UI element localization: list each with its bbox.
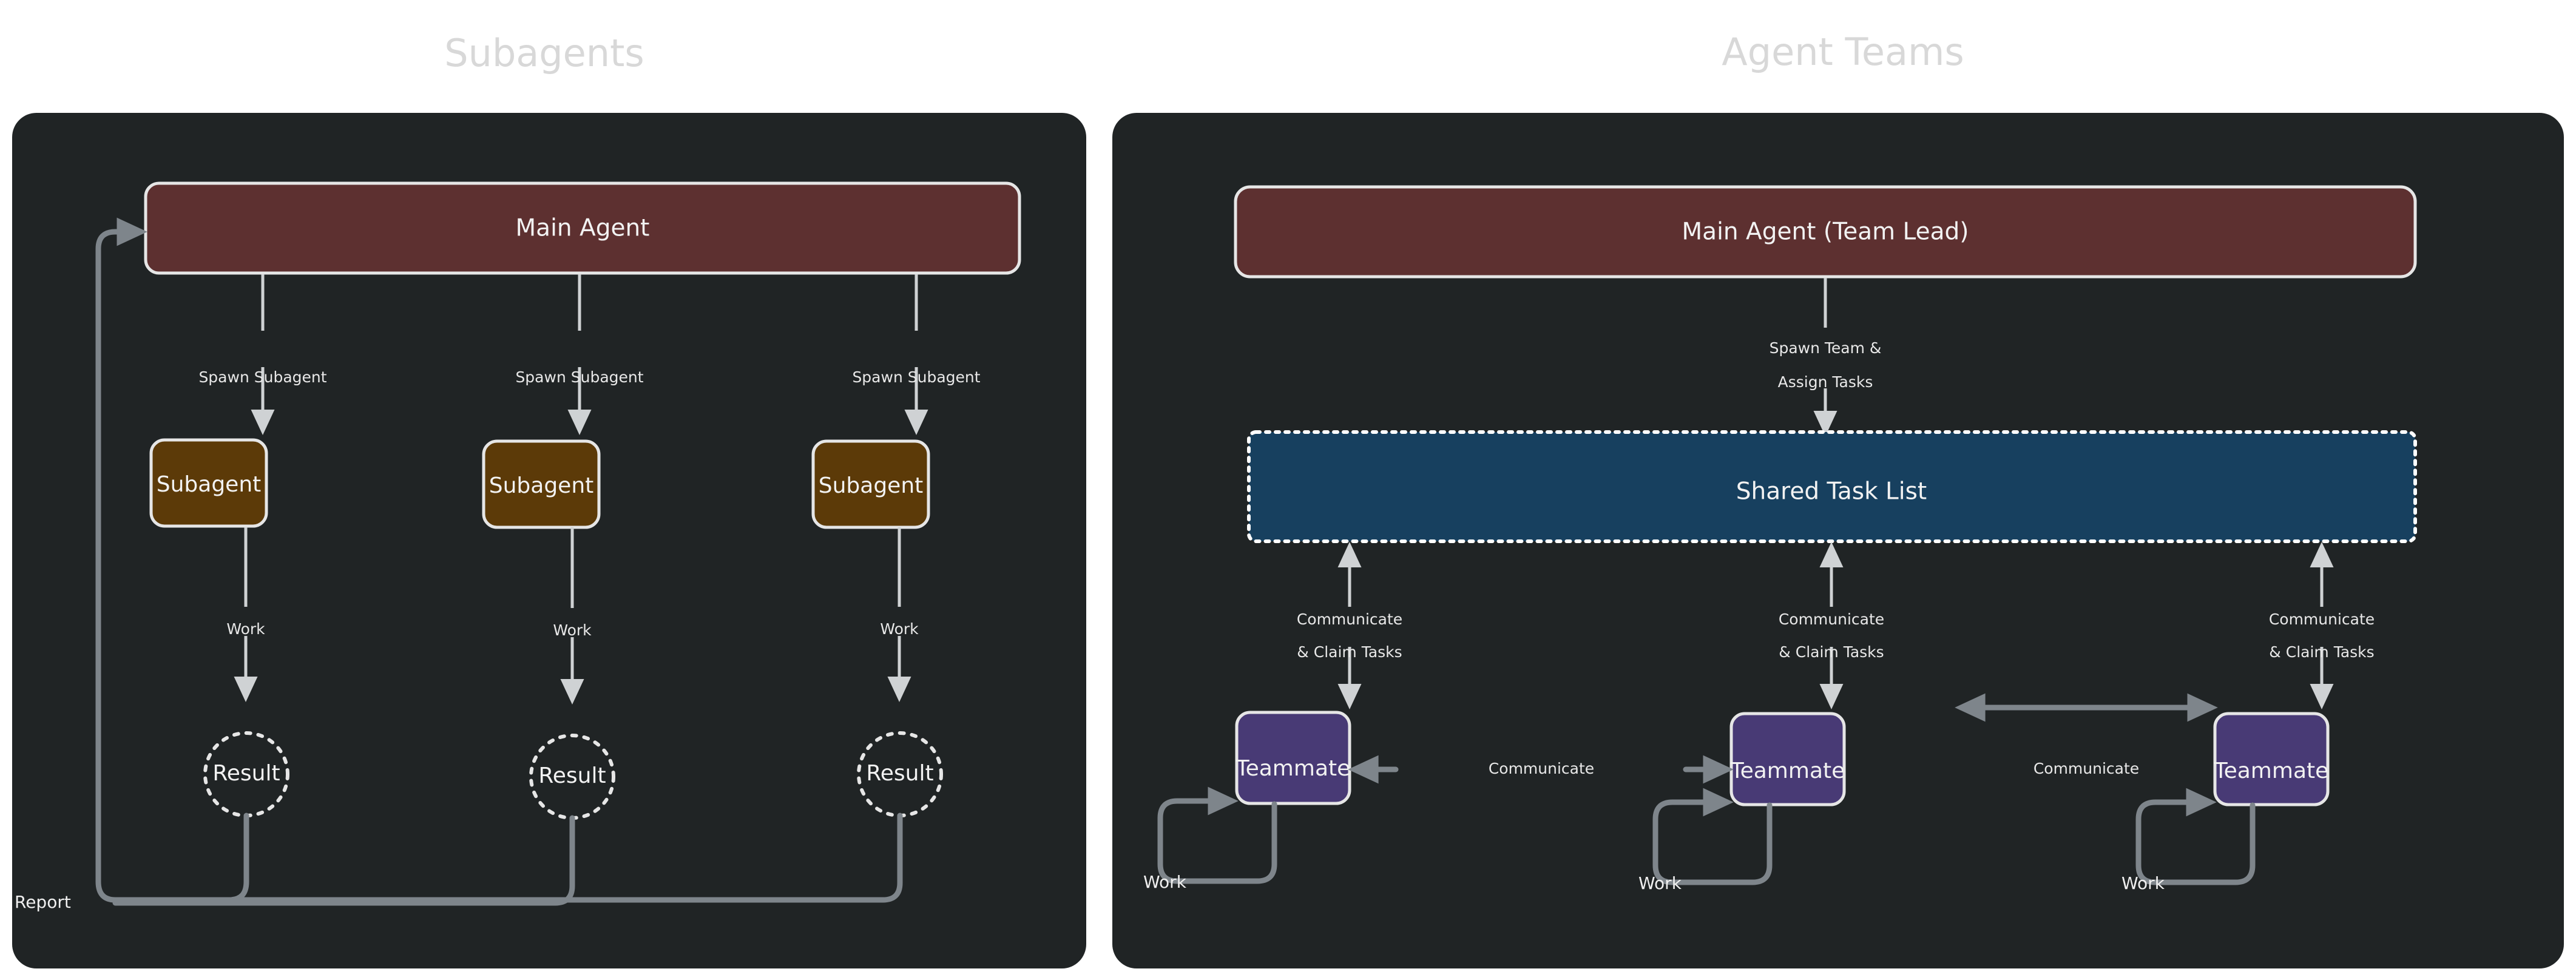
panel-agent-teams: Main Agent (Team Lead) Spawn Team & Assi… — [1112, 113, 2564, 968]
subagent-label-3: Subagent — [819, 473, 924, 498]
teammate-label-3: Teammate — [2214, 759, 2329, 783]
work-label-right-1: Work — [1143, 872, 1187, 892]
teammate-box-3[interactable] — [2213, 712, 2330, 806]
subagent-box-1[interactable] — [149, 438, 268, 528]
spawn-label-3: Spawn Subagent — [852, 368, 980, 386]
edge-communicate-2: Communicate — [1955, 693, 2218, 777]
edge-work-left-1: Work — [226, 527, 265, 703]
main-agent-team-lead-box[interactable] — [1234, 185, 2417, 279]
work-loop-2 — [1652, 788, 1773, 885]
panel-title-agent-teams: Agent Teams — [1722, 30, 1964, 74]
node-subagent-3[interactable]: Subagent — [811, 439, 930, 529]
edge-claim-3: Communicate & Claim Tasks — [2269, 541, 2375, 710]
edge-spawn-1: Spawn Subagent — [198, 274, 327, 436]
shared-task-list-box[interactable] — [1247, 430, 2417, 543]
work-label-right-3: Work — [2121, 873, 2165, 893]
main-agent-team-lead-label: Main Agent (Team Lead) — [1682, 218, 1969, 246]
claim-label-3-line2: & Claim Tasks — [2269, 643, 2374, 661]
spawn-team-label-line1: Spawn Team & — [1770, 339, 1882, 357]
claim-label-3-line1: Communicate — [2269, 610, 2375, 628]
subagent-label-2: Subagent — [489, 473, 594, 498]
spawn-label-2: Spawn Subagent — [515, 368, 643, 386]
edge-claim-2: Communicate & Claim Tasks — [1779, 541, 1884, 710]
result-label-3: Result — [866, 761, 933, 786]
spawn-team-label-line2: Assign Tasks — [1778, 373, 1873, 391]
edge-claim-1: Communicate & Claim Tasks — [1297, 541, 1402, 710]
subagent-box-3[interactable] — [811, 439, 930, 529]
edge-spawn-3: Spawn Subagent — [852, 274, 981, 436]
work-label-right-2: Work — [1638, 873, 1682, 893]
work-label-left-3: Work — [880, 620, 919, 638]
edge-report: Report — [15, 217, 903, 912]
communicate-label-2: Communicate — [2033, 760, 2139, 777]
claim-label-2-line1: Communicate — [1779, 610, 1884, 628]
node-shared-task-list[interactable]: Shared Task List — [1247, 430, 2417, 543]
spawn-label-1: Spawn Subagent — [198, 368, 326, 386]
edge-work-left-2: Work — [553, 527, 592, 705]
node-teammate-1[interactable]: Teammate — [1235, 711, 1351, 805]
edge-work-left-3: Work — [880, 527, 919, 703]
panel-subagents-background — [12, 113, 1086, 968]
report-path-3 — [112, 813, 903, 903]
edge-work-right-2: Work — [1638, 788, 1773, 893]
work-loop-1 — [1157, 786, 1277, 884]
teammate-label-2: Teammate — [1730, 759, 1845, 783]
shared-task-list-label: Shared Task List — [1736, 478, 1927, 505]
edge-spawn-team: Spawn Team & Assign Tasks — [1770, 278, 1882, 437]
node-main-agent-right[interactable]: Main Agent (Team Lead) — [1234, 185, 2417, 279]
edge-work-right-3: Work — [2121, 788, 2256, 893]
result-label-2: Result — [538, 763, 606, 788]
node-teammate-2[interactable]: Teammate — [1729, 712, 1846, 806]
panel-title-subagents: Subagents — [444, 31, 644, 75]
work-label-left-1: Work — [226, 620, 265, 638]
report-label: Report — [15, 892, 71, 912]
edge-spawn-2: Spawn Subagent — [515, 274, 644, 436]
communicate-label-1: Communicate — [1489, 760, 1594, 777]
result-label-1: Result — [212, 761, 280, 786]
edge-communicate-1: Communicate — [1348, 755, 1734, 784]
edge-work-right-1: Work — [1143, 786, 1277, 892]
claim-label-2-line2: & Claim Tasks — [1779, 643, 1884, 661]
node-subagent-1[interactable]: Subagent — [149, 438, 268, 528]
claim-label-1-line2: & Claim Tasks — [1297, 643, 1402, 661]
node-main-agent-left[interactable]: Main Agent — [144, 181, 1021, 275]
work-label-left-2: Work — [553, 621, 592, 639]
node-subagent-2[interactable]: Subagent — [482, 439, 601, 529]
subagent-label-1: Subagent — [157, 472, 262, 497]
subagent-box-2[interactable] — [482, 439, 601, 529]
main-agent-label: Main Agent — [516, 215, 650, 242]
work-loop-3 — [2135, 788, 2256, 885]
report-path-1 — [95, 217, 249, 903]
panel-subagents: Main Agent Spawn Subagent Spawn Subagent… — [12, 113, 1086, 968]
claim-label-1-line1: Communicate — [1297, 610, 1402, 628]
teammate-label-1: Teammate — [1236, 756, 1351, 781]
node-teammate-3[interactable]: Teammate — [2213, 712, 2330, 806]
